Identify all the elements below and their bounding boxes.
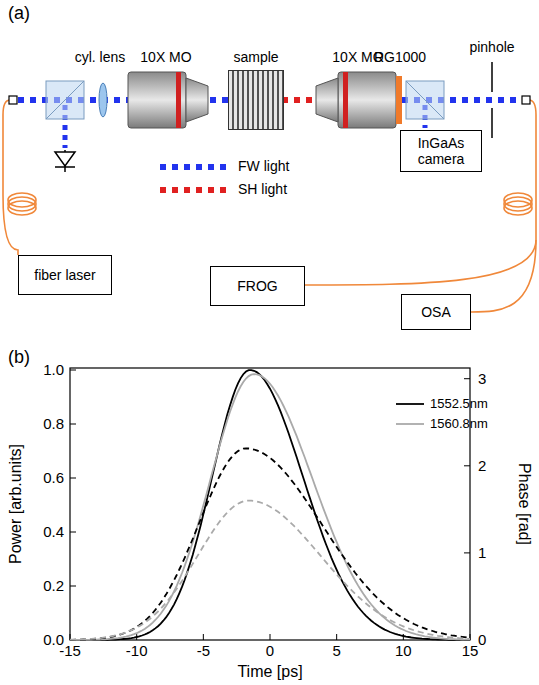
- fiber-end: [522, 96, 530, 104]
- filter: [396, 76, 402, 124]
- tick-label: 0.4: [43, 524, 64, 541]
- part-label: cyl. lens: [75, 50, 126, 65]
- tick-label: 1.0: [43, 362, 64, 379]
- node-text: InGaAs camera: [405, 135, 477, 167]
- node-text: sample: [233, 49, 278, 65]
- tick-label: 0.2: [43, 578, 64, 595]
- laser-box: fiber laser: [18, 255, 112, 295]
- tick-label: 0.8: [43, 416, 64, 433]
- part-label: pinhole: [469, 40, 514, 55]
- tick: [270, 634, 271, 640]
- axis-title: Phase [rad]: [515, 463, 533, 545]
- tick: [464, 378, 470, 379]
- legend-line: [396, 423, 424, 425]
- part-label: RG1000: [374, 50, 426, 65]
- legend-line: [396, 403, 424, 405]
- node-text: fiber laser: [34, 267, 95, 283]
- panel-letter: (b): [8, 348, 30, 368]
- tick: [70, 478, 76, 479]
- data-curve: [70, 374, 470, 640]
- legend-text: FW light: [238, 159, 289, 174]
- axis-title: Power [arb.units]: [7, 444, 25, 564]
- fiber: [3, 100, 536, 312]
- data-curve: [70, 370, 470, 640]
- cyl-lens: [99, 83, 107, 117]
- tick-label: 10: [395, 643, 412, 660]
- plot-frame: [70, 368, 470, 640]
- tick: [464, 465, 470, 466]
- instrument-box: OSA: [401, 294, 471, 330]
- panel-letter: (a): [8, 4, 30, 24]
- legend-swatch: [160, 187, 228, 193]
- instrument-box: FROG: [210, 266, 305, 306]
- axis-title: Time [ps]: [237, 663, 302, 681]
- legend-text: 1552.5nm: [430, 397, 488, 411]
- tick: [203, 634, 204, 640]
- tick: [70, 424, 76, 425]
- tick: [70, 370, 76, 371]
- tick-label: -10: [126, 643, 148, 660]
- tick: [70, 586, 76, 587]
- camera-box: InGaAs camera: [400, 130, 482, 172]
- fiber-end: [9, 96, 17, 104]
- tick: [336, 634, 337, 640]
- photodiode: [55, 150, 75, 172]
- pinhole: [491, 62, 493, 138]
- data-curve: [70, 501, 470, 640]
- tick: [70, 532, 76, 533]
- tick-label: 5: [332, 643, 340, 660]
- tick-label: 3: [478, 370, 486, 387]
- tick-label: 1: [478, 545, 486, 562]
- tick-label: 0.6: [43, 470, 64, 487]
- tick-label: -15: [59, 643, 81, 660]
- tick-label: 0: [266, 643, 274, 660]
- part-label: 10X MO: [140, 50, 191, 65]
- tick-label: 0: [478, 632, 486, 649]
- legend-swatch: [160, 164, 228, 170]
- tick-label: 15: [462, 643, 479, 660]
- sample-block: sample: [228, 70, 284, 130]
- legend-text: 1560.8nm: [430, 417, 488, 431]
- tick-label: 2: [478, 458, 486, 475]
- node-text: OSA: [421, 304, 451, 320]
- data-curve: [70, 448, 470, 639]
- node-text: FROG: [237, 278, 277, 294]
- tick: [464, 552, 470, 553]
- legend-text: SH light: [238, 182, 287, 197]
- tick-label: -5: [197, 643, 210, 660]
